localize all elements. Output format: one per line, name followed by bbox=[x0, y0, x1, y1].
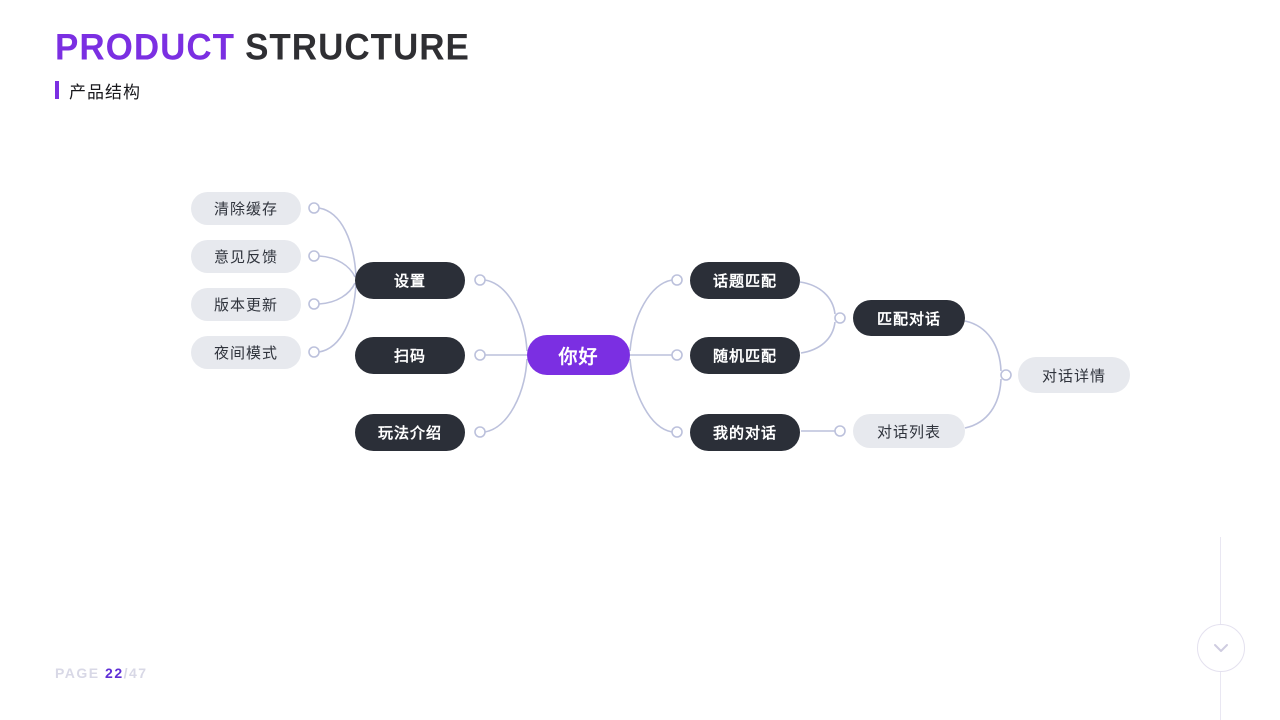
next-slide-button[interactable] bbox=[1197, 624, 1245, 672]
node-root-hello: 你好 bbox=[527, 335, 630, 375]
chevron-down-icon bbox=[1214, 644, 1228, 652]
node-my-chats: 我的对话 bbox=[690, 414, 800, 451]
subtitle-accent-bar bbox=[55, 81, 59, 99]
node-scan-code: 扫码 bbox=[355, 337, 465, 374]
page-total: /47 bbox=[123, 665, 148, 681]
node-feedback: 意见反馈 bbox=[191, 240, 301, 273]
node-version-update: 版本更新 bbox=[191, 288, 301, 321]
node-night-mode: 夜间模式 bbox=[191, 336, 301, 369]
page-indicator: PAGE 22/47 bbox=[55, 665, 148, 681]
node-match-chat: 匹配对话 bbox=[853, 300, 965, 336]
node-random-match: 随机匹配 bbox=[690, 337, 800, 374]
page-title-rest: STRUCTURE bbox=[245, 26, 470, 68]
page-subtitle: 产品结构 bbox=[69, 82, 141, 102]
node-clear-cache: 清除缓存 bbox=[191, 192, 301, 225]
page-label: PAGE bbox=[55, 665, 100, 681]
node-chat-list: 对话列表 bbox=[853, 414, 965, 448]
node-settings: 设置 bbox=[355, 262, 465, 299]
node-chat-detail: 对话详情 bbox=[1018, 357, 1130, 393]
node-gameplay-intro: 玩法介绍 bbox=[355, 414, 465, 451]
node-topic-match: 话题匹配 bbox=[690, 262, 800, 299]
page-current: 22 bbox=[105, 665, 124, 681]
page-title-accent: PRODUCT bbox=[55, 26, 236, 68]
